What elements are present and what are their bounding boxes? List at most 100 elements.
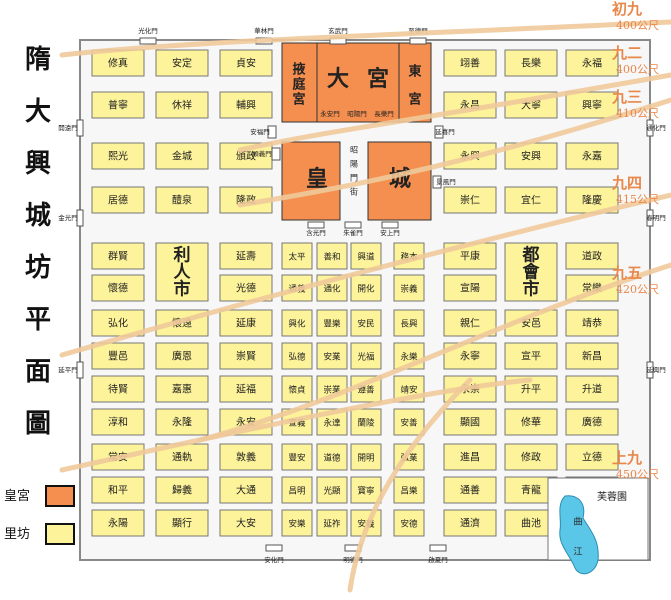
- gate-label: 延喜門: [435, 127, 455, 136]
- ward-name: 醴泉: [172, 194, 192, 207]
- ward-name: 親仁: [460, 317, 480, 330]
- gate-label: 延興門: [646, 365, 666, 374]
- ward-name: 永達: [323, 418, 341, 429]
- contour-value: 420公尺: [616, 283, 659, 296]
- ward-block: [219, 91, 273, 119]
- gate-marker: [429, 544, 447, 552]
- ward-block: [91, 91, 145, 119]
- gate-label: 光化門: [138, 26, 158, 35]
- ward-name: 永嘉: [582, 150, 602, 163]
- contour-label: 上九: [612, 449, 642, 467]
- gate-marker: [646, 361, 654, 379]
- ward-block: [393, 408, 425, 436]
- ward-name: 修政: [521, 451, 541, 464]
- title-char: 大: [25, 97, 51, 127]
- ward-name: 延康: [236, 317, 256, 330]
- gate-label: 通化門: [646, 123, 666, 132]
- ward-name: 和平: [108, 485, 128, 497]
- ward-name: 興寧: [582, 99, 602, 112]
- ward-block: [219, 476, 273, 504]
- ward-name: 普寧: [108, 99, 128, 112]
- ward-block: [350, 342, 382, 370]
- ward-block: [350, 309, 382, 337]
- ward-name: 安定: [172, 57, 192, 70]
- gate-marker: [434, 125, 444, 139]
- gate-label: 啟夏門: [428, 555, 448, 564]
- ward-name: 安樂: [288, 519, 306, 530]
- ward-name: 安德: [400, 519, 418, 530]
- gate-marker: [432, 175, 442, 189]
- ward-block: [316, 342, 348, 370]
- title-char: 面: [25, 357, 51, 387]
- ward-name: 通軌: [172, 451, 192, 464]
- ward-name: 崇仁: [460, 195, 480, 207]
- gate-marker: [646, 209, 654, 227]
- ward-block: [281, 342, 313, 370]
- ward-name: 輔興: [236, 99, 256, 112]
- gate-label: 明德門: [343, 555, 363, 564]
- street-label-char: 陽: [350, 160, 358, 169]
- street-label-char: 門: [350, 174, 358, 183]
- ward-block: [504, 49, 558, 77]
- ward-name: 靖安: [400, 385, 417, 396]
- ward-name: 熙光: [108, 150, 128, 163]
- ward-name: 修真: [108, 57, 128, 70]
- qujiang-lake: [559, 495, 599, 575]
- dong-palace-label-1: 東: [408, 64, 421, 80]
- market-west: [155, 242, 209, 302]
- ward-name: 顯國: [460, 417, 480, 429]
- ward-name: 太平: [288, 252, 306, 263]
- ward-name: 道政: [582, 250, 602, 263]
- ward-name: 蘭陵: [357, 418, 375, 429]
- market-west-label: 利: [174, 245, 191, 266]
- gate-label: 安上門: [380, 228, 400, 237]
- ward-name: 隆慶: [582, 194, 602, 207]
- ward-name: 青龍: [521, 484, 541, 497]
- ward-name: 安興: [521, 150, 541, 163]
- ward-block: [504, 443, 558, 471]
- contour-lines: 初九400公尺九二400公尺九三410公尺九四415公尺九五420公尺上九450…: [59, 0, 671, 593]
- ward-block: [91, 142, 145, 170]
- ward-block: [155, 49, 209, 77]
- contour-line: [59, 377, 533, 473]
- ward-block: [91, 342, 145, 370]
- ward-block: [565, 309, 619, 337]
- ward-name: 延壽: [236, 250, 256, 263]
- ward-block: [316, 309, 348, 337]
- furong-garden-label: 芙蓉園: [597, 490, 627, 503]
- ward-block: [219, 509, 273, 537]
- title-char: 興: [25, 149, 51, 179]
- ward-block: [443, 476, 497, 504]
- ward-name: 宣義: [288, 418, 306, 429]
- contour-line: [237, 97, 671, 208]
- ward-name: 光顯: [323, 486, 341, 497]
- ward-block: [219, 443, 273, 471]
- gate-label: 華林門: [254, 26, 274, 35]
- ward-block: [393, 476, 425, 504]
- ward-name: 永陽: [108, 517, 128, 530]
- contour-value: 400公尺: [616, 63, 659, 76]
- ward-block: [219, 242, 273, 270]
- contour-value: 400公尺: [616, 19, 659, 32]
- ward-name: 寶寧: [357, 486, 374, 497]
- ward-name: 升平: [521, 384, 541, 396]
- ward-block: [155, 342, 209, 370]
- ward-name: 永隆: [172, 416, 192, 429]
- ward-block: [91, 242, 145, 270]
- ward-block: [91, 476, 145, 504]
- ward-name: 懷貞: [288, 385, 305, 396]
- ward-name: 大安: [236, 517, 256, 530]
- ward-block: [350, 242, 382, 270]
- ward-block: [155, 375, 209, 403]
- ward-block: [219, 49, 273, 77]
- gate-marker: [381, 221, 399, 229]
- gate-marker: [267, 125, 277, 139]
- ward-name: 居德: [108, 194, 128, 207]
- imperial-city-cheng-label: 城: [389, 166, 411, 192]
- ward-block: [155, 186, 209, 214]
- contour-line: [347, 377, 473, 593]
- ward-block: [91, 509, 145, 537]
